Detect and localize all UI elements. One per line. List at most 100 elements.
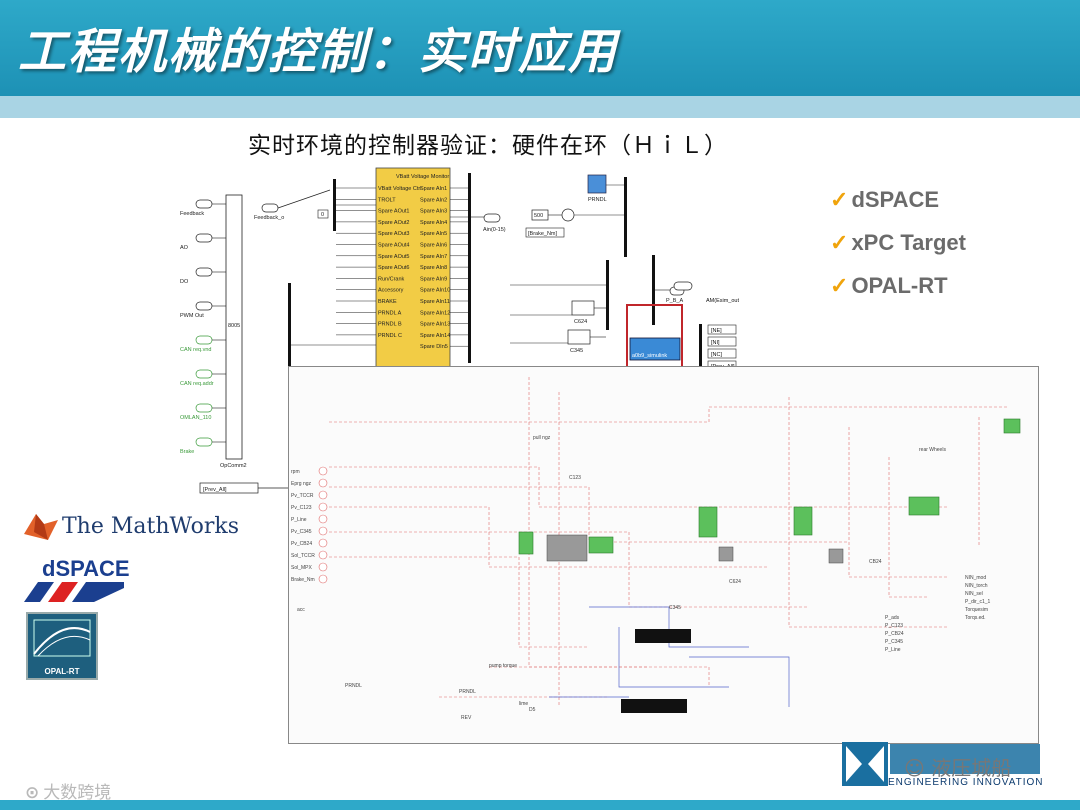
vbatt-input-label: PRNDL A [378, 310, 402, 316]
vbatt-output-label: Spare AIn1 [420, 186, 447, 192]
mux-bar-right [468, 173, 471, 363]
circuit-output-label: P_C345 [885, 639, 903, 645]
inport-block [196, 404, 212, 412]
platform-label: OPAL-RT [851, 273, 947, 298]
vbatt-output-label: Spare AIn10 [420, 288, 450, 294]
inport-label: CAN req.addr [180, 381, 214, 387]
circuit-misc-label: pull ngz [533, 435, 551, 441]
platform-label: xPC Target [851, 230, 966, 255]
vbatt-output-label: Spare AIn5 [420, 231, 447, 237]
circuit-output-label: NIN_sel [965, 591, 983, 597]
circuit-misc-label: C624 [729, 579, 741, 585]
circuit-input-label: Pv_C123 [291, 505, 312, 511]
circuit-output-label: P_ads [885, 615, 900, 621]
sum-block [562, 209, 574, 221]
dspace-stripes-icon [24, 582, 124, 602]
inport-block [196, 370, 212, 378]
vbatt-input-label: TROLT [378, 197, 396, 203]
brand-x-icon [842, 742, 888, 786]
goto-label: [NE] [711, 328, 722, 334]
vbatt-input-label: Spare AOut5 [378, 254, 410, 260]
platform-item: ✓dSPACE [830, 185, 966, 228]
circuit-misc-label: CB24 [869, 559, 882, 565]
circuit-misc-label: acc [297, 607, 305, 613]
goto-block [708, 337, 736, 346]
circuit-misc-label: REV [461, 715, 472, 721]
feedback-out-label: Feedback_o [254, 215, 284, 221]
c345-block [568, 330, 590, 344]
goto-block [708, 349, 736, 358]
vbatt-output-label: Spare AIn7 [420, 254, 447, 260]
title-bar-strip [0, 96, 1080, 118]
footer-bar [0, 800, 1080, 810]
check-icon: ✓ [830, 187, 848, 212]
vbatt-input-label: Spare AOut4 [378, 243, 410, 249]
amsim-out-label: AM(Esim_out [706, 298, 739, 304]
circuit-input-label: Sol_MPX [291, 565, 313, 571]
circuit-input-label: rpm [291, 469, 300, 475]
vbatt-input-label: Accessory [378, 288, 404, 294]
circuit-input-label: Pv_TCCR [291, 493, 314, 499]
opal-text: OPAL-RT [28, 667, 96, 676]
opal-arc-icon [28, 614, 96, 662]
prndl-block [588, 175, 606, 193]
vbatt-input-label: Spare AOut2 [378, 220, 410, 226]
mathworks-text: The MathWorks [62, 514, 239, 539]
circuit-input-label: Brake_Nm [291, 577, 315, 583]
inport-block [196, 336, 212, 344]
ain-out-label: Ain(0-15) [483, 227, 506, 233]
inport-label: PWM Out [180, 313, 204, 319]
vbatt-output-label: Spare AIn14 [420, 333, 450, 339]
circuit-misc-label: PRNDL [345, 683, 362, 689]
vbatt-output-label: Spare AIn11 [420, 299, 450, 305]
inport-block [196, 234, 212, 242]
dspace-logo: dSPACE [24, 556, 134, 604]
c624-block [572, 301, 594, 315]
circuit-output-label: Torquesim [965, 607, 988, 613]
circuit-misc-label: rear Wheels [919, 447, 946, 453]
circuit-misc-label: PRNDL [459, 689, 476, 695]
mathworks-logo: The MathWorks [22, 510, 222, 548]
circuit-misc-label: C345 [669, 605, 681, 611]
inport-block [196, 200, 212, 208]
circuit-output-label: NIN_torch [965, 583, 988, 589]
inport-label: CAN req.vnd [180, 347, 212, 353]
vbatt-input-label: Spare AOut3 [378, 231, 410, 237]
vbatt-input-label: Spare AOut6 [378, 265, 410, 271]
vbatt-title: VBatt Voltage Monitor [396, 174, 449, 180]
vbatt-output-label: Spare AIn8 [420, 265, 447, 271]
circuit-output-label: P_CB24 [885, 631, 904, 637]
circuit-misc-label: lime [519, 701, 528, 707]
vbatt-output-label: Spare AIn9 [420, 276, 447, 282]
inport-label: OMLAN_110 [180, 415, 211, 421]
p-b-a-label: P_B_A [666, 298, 683, 304]
vbatt-output-label: Spare AIn2 [420, 197, 447, 203]
vbatt-input-label: PRNDL C [378, 333, 402, 339]
demux-bar-1 [333, 179, 336, 231]
circuit-input-label: Pv_C345 [291, 529, 312, 535]
circuit-output-label: Torqs.ed. [965, 615, 986, 621]
c624-label: C624 [574, 319, 587, 325]
inport-block [196, 438, 212, 446]
circuit-misc-label: pump torque [489, 663, 517, 669]
inport-label: Feedback [180, 211, 204, 217]
brake-nm-from: [Brake_Nm] [528, 231, 558, 237]
subsystem-c624 [635, 629, 691, 643]
goto-label: [NI] [711, 340, 720, 346]
circuit-input-label: Sol_TCCR [291, 553, 315, 559]
prndl-label: PRNDL [588, 197, 607, 203]
check-icon: ✓ [830, 230, 848, 255]
opcomm-label: OpComm2 [220, 463, 247, 469]
inport-block [196, 268, 212, 276]
vbatt-output-label: Spare AIn3 [420, 209, 447, 215]
vbatt-output-label: Spare AIn6 [420, 243, 447, 249]
circuit-input-label: Pv_CB24 [291, 541, 312, 547]
opal-rt-logo: OPAL-RT [26, 612, 98, 680]
prev-all-label: [Prev_All] [203, 487, 227, 493]
platform-item: ✓OPAL-RT [830, 271, 966, 314]
title-bar: 工程机械的控制：实时应用 [0, 0, 1080, 96]
vbatt-output-label: Spare AIn12 [420, 310, 450, 316]
vbatt-output-label: Spare DIn5 [420, 344, 448, 350]
